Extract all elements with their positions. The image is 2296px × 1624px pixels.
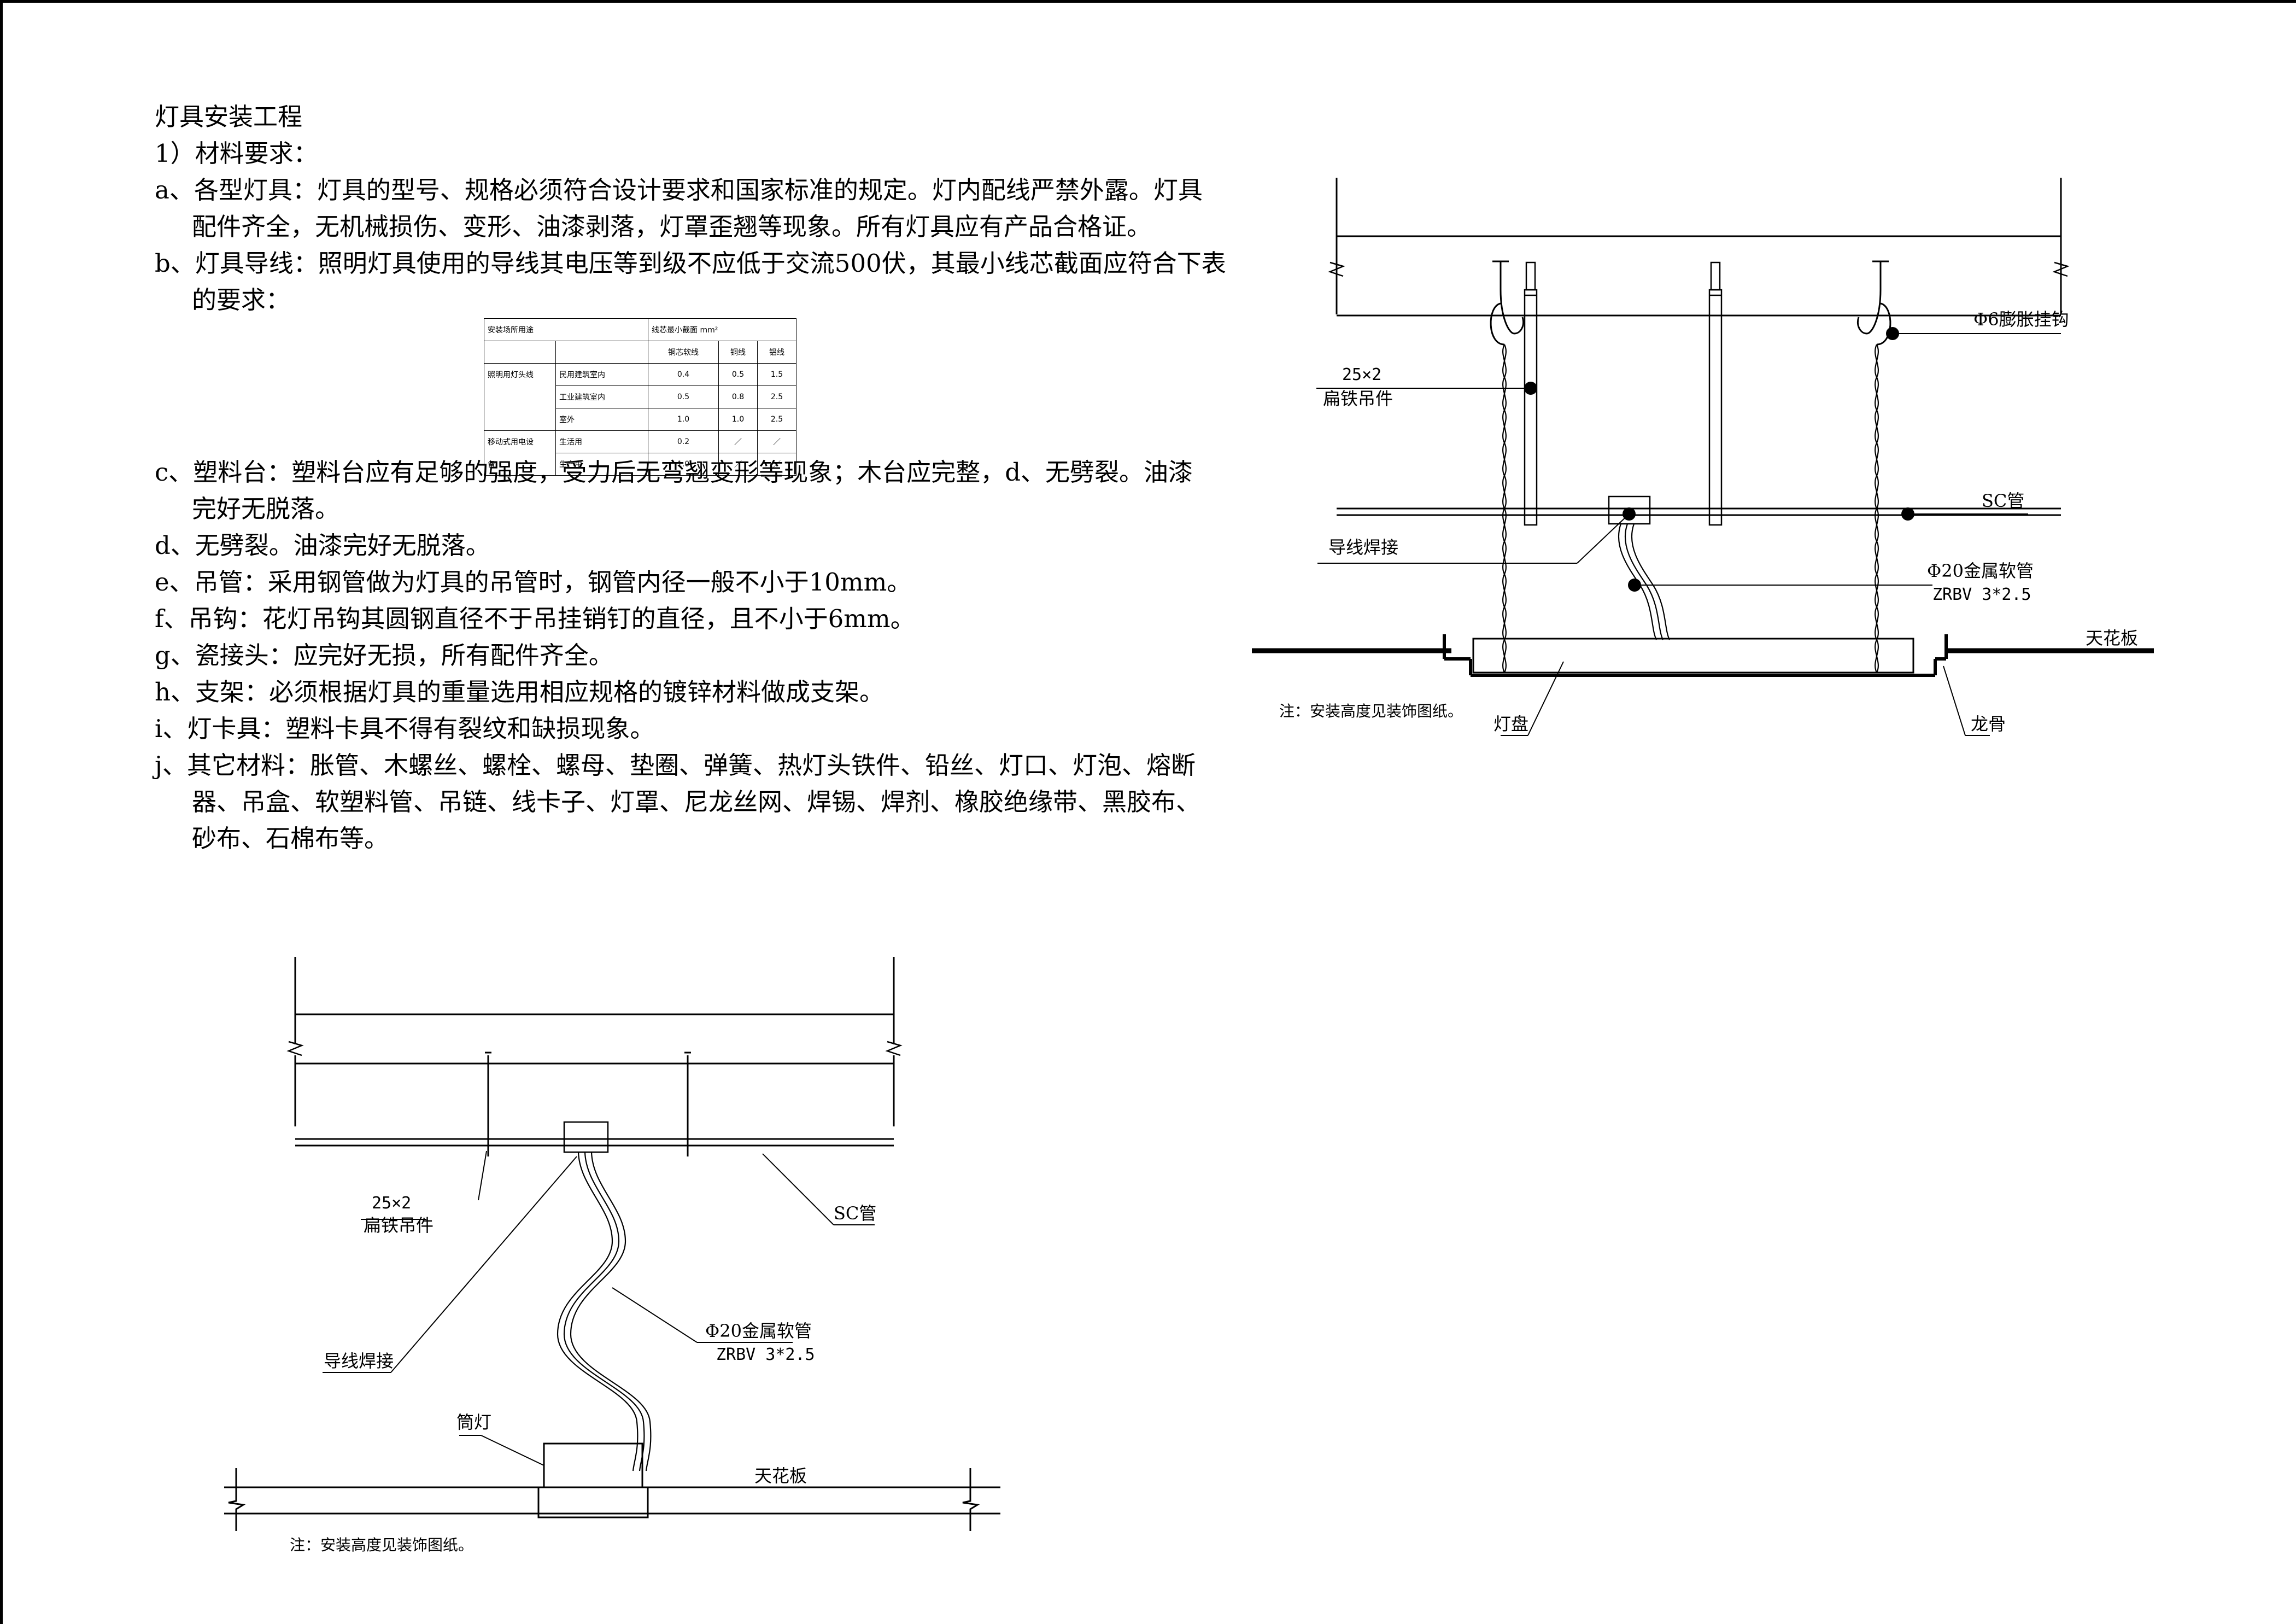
metal-hose	[557, 1152, 652, 1471]
spec-item-b-cont: 的要求：	[192, 285, 291, 314]
table-cell-value: 2.5	[757, 385, 796, 408]
table-group-lamp-wire: 照明用灯头线	[484, 363, 556, 431]
lamp-box	[1472, 638, 1914, 674]
spec-text-block: 灯具安装工程 1）材料要求： a、各型灯具：灯具的型号、规格必须符合设计要求和国…	[155, 98, 1226, 857]
spec-item-a-cont: 配件齐全，无机械损伤、变形、油漆剥落，灯罩歪翘等现象。所有灯具应有产品合格证。	[192, 212, 1152, 241]
label-keel: 龙骨	[1971, 714, 2006, 734]
table-header-use: 安装场所用途	[484, 318, 648, 341]
leader-dots	[1524, 327, 1914, 592]
table-cell-value: 1.0	[718, 408, 758, 431]
junction-box	[563, 1121, 609, 1153]
downlight-detail-labels: 25×2 扁铁吊件 SC管 导线焊接 Φ20金属软管 ZRBV 3*2.5 筒灯…	[290, 1194, 876, 1554]
downlight-body	[543, 1442, 643, 1488]
panel-light-detail-labels: Φ6膨胀挂钩 25×2 扁铁吊件 SC管 导线焊接 Φ20金属软管 ZRBV 3…	[1279, 309, 2138, 734]
ceiling-board	[1252, 634, 2154, 677]
label-ceiling: 天花板	[754, 1465, 807, 1486]
table-header-min-section: 线芯最小截面 mm²	[648, 318, 796, 341]
leader-lines	[323, 1150, 875, 1488]
leader-lines	[1316, 333, 2154, 736]
label-downlight: 筒灯	[456, 1412, 491, 1433]
table-cell-value: 0.2	[648, 430, 719, 453]
label-cable: ZRBV 3*2.5	[716, 1345, 815, 1364]
label-hook: Φ6膨胀挂钩	[1973, 309, 2069, 330]
spec-item-h: h、支架：必须根据灯具的重量选用相应规格的镀锌材料做成支架。	[155, 677, 884, 706]
slab	[1328, 178, 2070, 317]
spec-title: 灯具安装工程	[155, 102, 303, 131]
table-subheader-row: 铜芯软线 铜线 铝线	[484, 341, 796, 364]
table-row: 室外 1.0 1.0 2.5	[484, 408, 796, 431]
label-note: 注：安装高度见装饰图纸。	[1279, 702, 1463, 720]
ceiling-board	[224, 1468, 1000, 1531]
table-header-cu: 铜线	[718, 341, 758, 364]
flat-iron-hanger	[1524, 261, 1723, 526]
spec-item-j-cont2: 砂布、石棉布等。	[192, 824, 389, 853]
label-cable: ZRBV 3*2.5	[1932, 585, 2031, 604]
table-cell-value: 1.0	[648, 408, 719, 431]
label-flat-iron: 扁铁吊件	[364, 1215, 434, 1236]
flat-iron-hanger	[485, 1051, 691, 1156]
slab	[286, 957, 903, 1126]
label-flat-iron-size: 25×2	[372, 1194, 411, 1213]
label-note: 注：安装高度见装饰图纸。	[290, 1536, 473, 1554]
wire-section-table: 安装场所用途 线芯最小截面 mm² 铜芯软线 铜线 铝线 照明用灯头线 民用建筑…	[484, 318, 796, 476]
table-cell-place: 民用建筑室内	[555, 363, 648, 386]
spec-item-c-cont: 完好无脱落。	[192, 494, 340, 523]
label-wire-weld: 导线焊接	[324, 1351, 394, 1371]
table-header-cu-soft: 铜芯软线	[648, 341, 719, 364]
table-cell-place: 工业建筑室内	[555, 385, 648, 408]
label-wire-weld: 导线焊接	[1328, 537, 1398, 558]
label-sc-pipe: SC管	[1982, 490, 2024, 511]
label-lamp-box: 灯盘	[1493, 714, 1528, 734]
spec-item-f: f、吊钩：花灯吊钩其圆钢直径不于吊挂销钉的直径，且不小于6mm。	[155, 604, 915, 633]
table-cell-value: 2.5	[757, 408, 796, 431]
table-cell-value: ／	[718, 453, 758, 476]
label-sc-pipe: SC管	[834, 1203, 876, 1224]
spec-item-i: i、灯卡具：塑料卡具不得有裂纹和缺损现象。	[155, 714, 655, 743]
table-cell-value: ／	[757, 453, 796, 476]
table-group-mobile: 移动式用电设	[484, 430, 556, 453]
table-header-al: 铝线	[757, 341, 796, 364]
table-row: 备 生产用 1.0 ／ ／	[484, 453, 796, 476]
spec-item-g: g、瓷接头：应完好无损，所有配件齐全。	[155, 641, 613, 670]
table-cell-value: 1.5	[757, 363, 796, 386]
junction-box	[1608, 495, 1651, 525]
table-cell-place: 生产用	[555, 453, 648, 476]
metal-hose	[1618, 523, 1670, 640]
spec-item-a: a、各型灯具：灯具的型号、规格必须符合设计要求和国家标准的规定。灯内配线严禁外露…	[155, 176, 1203, 205]
spec-item-j-cont1: 器、吊盒、软塑料管、吊链、线卡子、灯罩、尼龙丝网、焊锡、焊剂、橡胶绝缘带、黑胶布…	[192, 787, 1201, 816]
label-ceiling: 天花板	[2086, 628, 2138, 649]
label-metal-hose: Φ20金属软管	[1927, 560, 2034, 581]
table-row: 工业建筑室内 0.5 0.8 2.5	[484, 385, 796, 408]
table-row: 照明用灯头线 民用建筑室内 0.4 0.5 1.5	[484, 363, 796, 431]
hook-anchor-left	[1490, 260, 1524, 346]
spec-item-d: d、无劈裂。油漆完好无脱落。	[155, 531, 490, 560]
table-cell-place: 室外	[555, 408, 648, 431]
downlight-detail	[224, 957, 1000, 1531]
table-cell-value: 1.0	[648, 453, 719, 476]
spec-item-e: e、吊管：采用钢管做为灯具的吊管时，钢管内径一般不小于10mm。	[155, 568, 912, 597]
label-flat-iron: 扁铁吊件	[1323, 388, 1393, 409]
sc-pipe	[1337, 507, 2061, 516]
table-header-row: 安装场所用途 线芯最小截面 mm²	[484, 318, 796, 341]
label-flat-iron-size: 25×2	[1342, 365, 1381, 384]
sc-pipe	[295, 1138, 894, 1147]
spec-subtitle: 1）材料要求：	[155, 139, 318, 168]
hook-anchor-right	[1857, 260, 1891, 346]
panel-light-detail	[1252, 178, 2154, 736]
spec-item-b: b、灯具导线：照明灯具使用的导线其电压等到级不应低于交流500伏，其最小线芯截面…	[155, 249, 1226, 278]
table-group-mobile-cont: 备	[484, 453, 556, 476]
table-row: 移动式用电设 生活用 0.2 ／ ／	[484, 430, 796, 453]
label-metal-hose: Φ20金属软管	[705, 1321, 812, 1341]
spec-item-j: j、其它材料：胀管、木螺丝、螺栓、螺母、垫圈、弹簧、热灯头铁件、铅丝、灯口、灯泡…	[155, 751, 1196, 780]
